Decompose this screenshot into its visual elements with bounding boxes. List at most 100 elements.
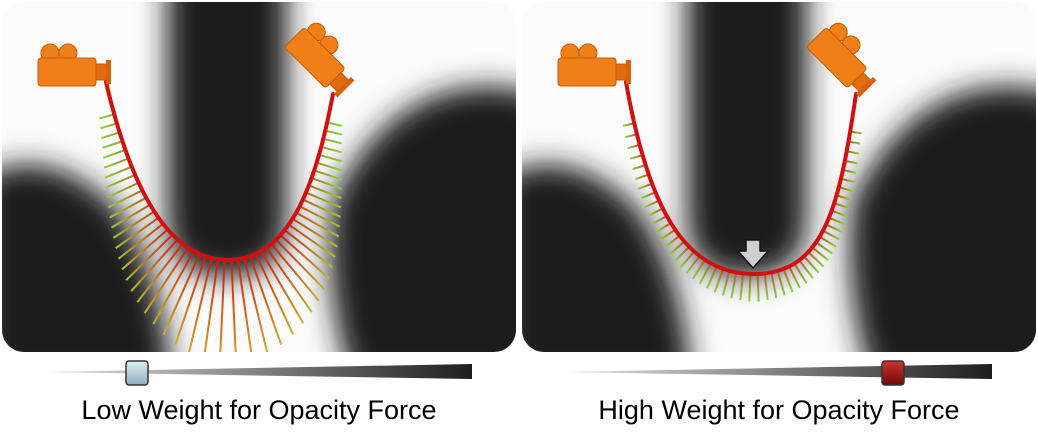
view-ray xyxy=(102,148,126,159)
view-ray xyxy=(644,199,660,209)
view-ray xyxy=(143,247,189,314)
view-ray xyxy=(102,140,123,149)
view-ray xyxy=(655,222,672,234)
view-ray xyxy=(793,263,808,284)
view-ray xyxy=(105,173,136,189)
view-ray xyxy=(99,113,115,120)
view-ray xyxy=(284,229,334,269)
view-ray xyxy=(836,194,852,201)
view-ray xyxy=(640,191,656,200)
view-ray xyxy=(748,273,752,302)
slider-handle[interactable] xyxy=(881,360,905,386)
view-ray xyxy=(788,266,801,289)
camera-path-curve xyxy=(104,80,335,263)
view-ray xyxy=(629,154,643,160)
volume-background xyxy=(2,2,516,352)
view-ray xyxy=(632,164,646,171)
camera-icon xyxy=(37,43,111,87)
view-ray xyxy=(318,153,342,163)
view-ray xyxy=(230,259,237,352)
slider-graphic xyxy=(42,360,472,386)
view-ray xyxy=(325,129,343,136)
view-ray xyxy=(803,255,820,274)
volume-rendering-view xyxy=(522,2,1036,352)
view-ray xyxy=(840,177,855,184)
volume-background xyxy=(522,2,1036,352)
volume-rendering-view xyxy=(2,2,516,352)
view-ray xyxy=(627,143,640,150)
caption-high-weight: High Weight for Opacity Force xyxy=(598,395,960,425)
view-ray xyxy=(833,202,850,210)
view-ray xyxy=(730,272,738,299)
view-ray xyxy=(125,233,174,281)
view-ray xyxy=(270,243,320,302)
view-ray xyxy=(295,211,340,238)
view-ray xyxy=(110,203,151,229)
view-ray xyxy=(634,173,649,181)
view-ray xyxy=(203,259,219,352)
view-ray xyxy=(152,250,195,325)
view-ray xyxy=(292,217,338,248)
slider-graphic xyxy=(562,360,992,386)
view-ray xyxy=(288,223,336,258)
view-ray xyxy=(739,273,745,301)
camera-path-curve xyxy=(624,80,858,277)
view-ray xyxy=(117,223,164,260)
view-ray xyxy=(299,205,341,228)
view-ray xyxy=(846,150,860,155)
view-ray xyxy=(260,250,305,324)
view-ray xyxy=(637,182,653,190)
camera-icon xyxy=(557,43,631,87)
view-ray xyxy=(316,161,342,172)
view-ray xyxy=(763,273,769,301)
view-ray xyxy=(136,243,184,303)
view-ray xyxy=(308,184,342,199)
view-ray xyxy=(115,217,160,250)
opacity-weight-slider-low[interactable] xyxy=(42,356,472,390)
view-ray xyxy=(130,238,179,292)
view-ray xyxy=(101,131,120,140)
view-ray xyxy=(848,140,861,145)
view-ray xyxy=(249,255,283,345)
view-ray xyxy=(756,273,760,302)
view-ray xyxy=(721,270,731,296)
slider-track xyxy=(42,364,472,379)
opacity-weight-slider-high[interactable] xyxy=(562,356,992,390)
down-arrow-icon xyxy=(737,239,769,269)
view-ray xyxy=(659,228,676,241)
view-ray xyxy=(236,259,253,352)
view-ray xyxy=(302,198,341,218)
view-ray xyxy=(828,216,846,226)
view-ray xyxy=(811,246,829,261)
view-ray xyxy=(107,189,143,209)
view-ray xyxy=(691,259,707,280)
view-ray xyxy=(698,262,712,285)
slider-handle[interactable] xyxy=(125,360,149,386)
ray-fan xyxy=(99,113,343,352)
view-ray xyxy=(106,181,140,199)
view-ray xyxy=(651,215,668,226)
camera-icon xyxy=(807,22,877,98)
view-ray xyxy=(243,257,269,352)
left-panel xyxy=(2,2,516,352)
view-ray xyxy=(265,247,313,313)
right-panel xyxy=(522,2,1036,352)
view-ray xyxy=(320,145,342,154)
view-ray xyxy=(188,257,213,352)
view-ray xyxy=(219,259,226,352)
slider-track xyxy=(562,364,992,379)
view-ray xyxy=(647,207,664,217)
view-ray xyxy=(831,209,848,218)
view-ray xyxy=(279,234,330,280)
view-ray xyxy=(311,177,342,190)
view-ray xyxy=(103,157,129,169)
camera-icon xyxy=(285,22,355,98)
view-ray xyxy=(162,253,201,336)
view-ray xyxy=(121,228,169,271)
view-ray xyxy=(844,159,858,165)
view-ray xyxy=(313,169,342,181)
view-ray xyxy=(663,234,681,249)
view-ray xyxy=(807,251,825,268)
view-ray xyxy=(323,137,342,145)
view-ray xyxy=(326,121,343,127)
